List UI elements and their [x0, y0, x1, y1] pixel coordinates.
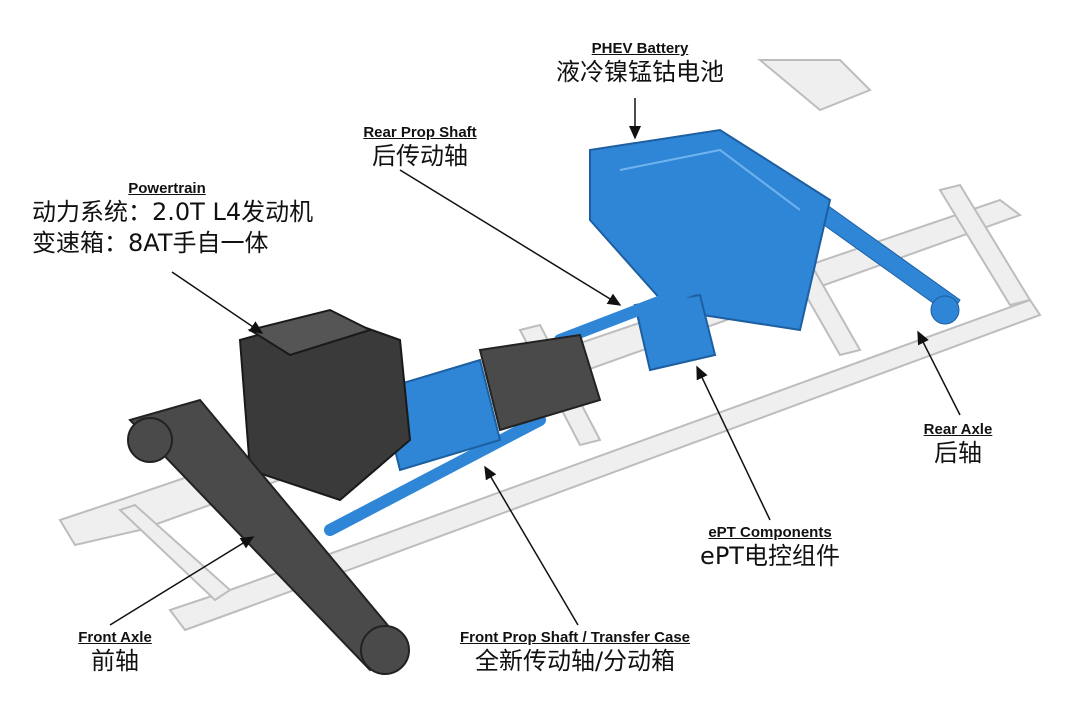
label-front-axle-en: Front Axle — [78, 629, 152, 646]
label-front-axle-zh: 前轴 — [91, 647, 139, 675]
label-battery-en: PHEV Battery — [591, 40, 689, 57]
battery-pack — [589, 128, 832, 332]
label-powertrain-zh-2: 变速箱：8AT手自一体 — [32, 229, 269, 257]
label-rear-prop-shaft-en: Rear Prop Shaft — [363, 124, 477, 141]
engine — [238, 308, 412, 502]
label-front-prop-shaft-en: Front Prop Shaft / Transfer Case — [459, 629, 691, 646]
front-axle — [127, 398, 410, 675]
label-powertrain-en: Powertrain — [128, 180, 206, 197]
label-powertrain: Powertrain 动力系统：2.0T L4发动机 变速箱：8AT手自一体 — [32, 180, 362, 259]
label-rear-prop-shaft-zh: 后传动轴 — [372, 142, 468, 170]
transfer-case — [478, 333, 602, 432]
label-ept: ePT Components ePT电控组件 — [680, 524, 860, 572]
label-powertrain-zh-1: 动力系统：2.0T L4发动机 — [32, 198, 314, 226]
label-rear-prop-shaft: Rear Prop Shaft 后传动轴 — [330, 124, 510, 172]
label-ept-zh: ePT电控组件 — [700, 542, 840, 570]
label-rear-axle: Rear Axle 后轴 — [900, 421, 1016, 469]
label-rear-axle-en: Rear Axle — [923, 421, 993, 438]
label-battery: PHEV Battery 液冷镍锰钴电池 — [530, 40, 750, 88]
label-rear-axle-zh: 后轴 — [934, 439, 982, 467]
label-front-axle: Front Axle 前轴 — [55, 629, 175, 677]
label-battery-zh: 液冷镍锰钴电池 — [556, 58, 724, 86]
label-ept-en: ePT Components — [708, 524, 832, 541]
prop-shafts — [324, 284, 696, 536]
callout-arrows — [109, 98, 961, 626]
label-front-prop-shaft: Front Prop Shaft / Transfer Case 全新传动轴/分… — [430, 629, 720, 677]
label-front-prop-shaft-zh: 全新传动轴/分动箱 — [474, 647, 676, 675]
